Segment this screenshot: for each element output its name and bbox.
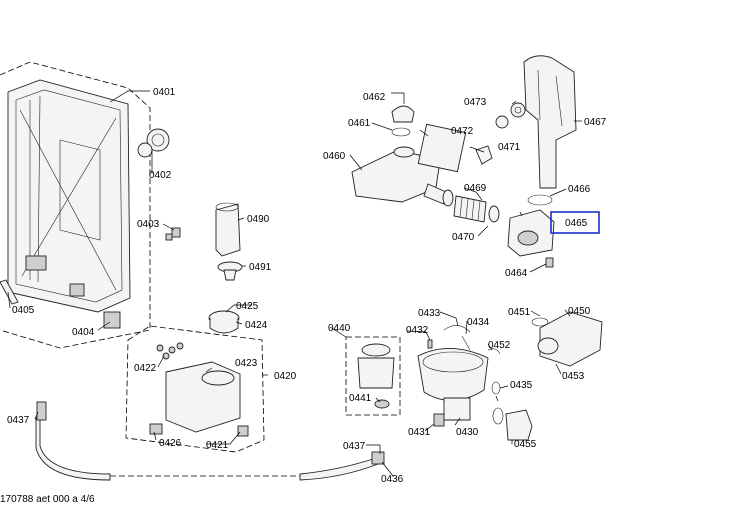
label-0432: 0432 [406, 325, 429, 336]
nut-0464-part [545, 257, 554, 268]
label-0435: 0435 [510, 380, 533, 391]
hose-0405-part [0, 279, 19, 305]
label-0452: 0452 [488, 340, 511, 351]
group-outline-0440 [345, 336, 401, 416]
dosing-cup-part [215, 202, 241, 257]
label-0455: 0455 [514, 439, 537, 450]
label-0470: 0470 [452, 232, 475, 243]
leader-lines [7, 90, 582, 477]
label-0423: 0423 [235, 358, 258, 369]
circulation-pump-0450-part [531, 311, 603, 367]
filter-0470-part [442, 189, 500, 223]
label-0434: 0434 [467, 317, 490, 328]
label-0462: 0462 [363, 92, 386, 103]
label-0464: 0464 [505, 268, 528, 279]
cap-0491-part [217, 261, 243, 281]
label-0420: 0420 [274, 371, 297, 382]
label-0490: 0490 [247, 214, 270, 225]
label-0426: 0426 [159, 438, 182, 449]
softener-cap-part [208, 310, 240, 334]
clip-0471-part [475, 145, 493, 165]
gasket-0472-part [417, 123, 467, 173]
label-0437-right: 0437 [343, 441, 366, 452]
ring-0461-part [391, 127, 411, 137]
label-0431: 0431 [408, 427, 431, 438]
label-0460: 0460 [323, 151, 346, 162]
label-0402: 0402 [149, 170, 172, 181]
label-0403: 0403 [137, 219, 160, 230]
seal-0466-part [527, 194, 553, 206]
drain-pump-0455-part [492, 407, 533, 441]
label-0441: 0441 [349, 393, 372, 404]
clip-0403-part [165, 227, 181, 241]
label-0437-left: 0437 [7, 415, 30, 426]
tub-frame-part [7, 79, 131, 329]
hose-fitting-0436-part [371, 451, 385, 465]
label-0425: 0425 [236, 301, 259, 312]
label-0451: 0451 [508, 307, 531, 318]
label-0453: 0453 [562, 371, 585, 382]
label-0404: 0404 [72, 327, 95, 338]
clip-0433-part [443, 325, 471, 333]
label-0465: 0465 [565, 218, 588, 229]
label-0469: 0469 [464, 183, 487, 194]
label-0450: 0450 [568, 306, 591, 317]
part-labels: 0401 0402 0403 0404 0405 0490 0491 0425 … [7, 87, 607, 485]
softener-body-part [149, 342, 249, 437]
label-0467: 0467 [584, 117, 607, 128]
label-0430: 0430 [456, 427, 479, 438]
seal-ring-part [137, 128, 170, 158]
ring-0441-part [374, 399, 390, 409]
fitting-0431-part [433, 413, 445, 427]
screw-0432-part [427, 339, 433, 349]
label-0472: 0472 [451, 126, 474, 137]
highlight-box-0465 [550, 211, 600, 234]
label-0471: 0471 [498, 142, 521, 153]
label-0466: 0466 [568, 184, 591, 195]
hose-fitting-0437-part [36, 401, 47, 421]
ring-0435-part [491, 381, 501, 395]
label-0473: 0473 [464, 97, 487, 108]
group-outline-0420 [125, 325, 265, 453]
label-0405: 0405 [12, 305, 35, 316]
valve-0440-part [357, 343, 395, 389]
pump-housing-0465-part [507, 209, 555, 257]
label-0422: 0422 [134, 363, 157, 374]
ring-0473-part [495, 102, 526, 129]
drawing-reference-footer: 170788 aet 000 a 4/6 [0, 494, 95, 505]
label-0440: 0440 [328, 323, 351, 334]
label-0433: 0433 [418, 308, 441, 319]
label-0461: 0461 [348, 118, 371, 129]
drain-hose-part [35, 417, 111, 481]
label-0421: 0421 [206, 440, 229, 451]
sump-0430-part [417, 348, 489, 421]
seal-0452-part [487, 348, 501, 355]
label-0424: 0424 [245, 320, 268, 331]
drain-hose-right-part [299, 457, 379, 481]
group-outline-0401 [0, 61, 151, 349]
duct-0467-part [523, 55, 577, 189]
label-0491: 0491 [249, 262, 272, 273]
label-0401: 0401 [153, 87, 176, 98]
float-0462-part [391, 105, 415, 123]
label-0436: 0436 [381, 474, 404, 485]
clip-0434-part [461, 335, 471, 351]
